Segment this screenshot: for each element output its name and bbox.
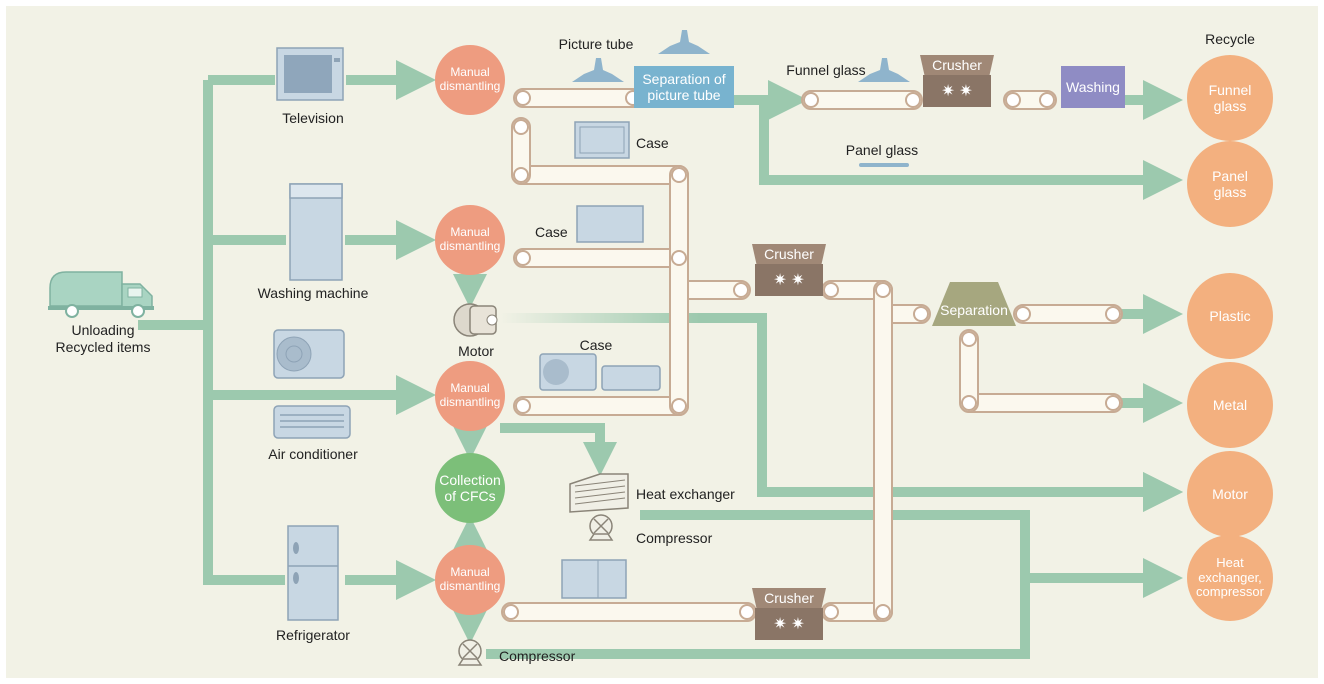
conveyor-belts — [501, 88, 1123, 622]
output-metal: Metal — [1187, 362, 1273, 448]
source-label: Unloading Recycled items — [55, 322, 151, 355]
air-conditioner-label: Air conditioner — [268, 446, 358, 462]
motor-label: Motor — [458, 343, 494, 359]
output-motor: Motor — [1187, 451, 1273, 537]
case-label-tv: Case — [636, 135, 669, 151]
picture-tube-icons — [572, 30, 910, 167]
crusher-label-case: Crusher — [752, 244, 826, 264]
truck-icon — [48, 271, 154, 318]
recycle-header: Recycle — [1205, 31, 1255, 47]
case-label-ac: Case — [579, 337, 613, 353]
manual-dismantling-tv: Manual dismantling — [435, 45, 505, 115]
heat-exchanger-icon — [569, 473, 629, 513]
manual-dismantling-ac: Manual dismantling — [435, 361, 505, 431]
air-conditioner-icon — [273, 329, 351, 439]
output-heat-exchanger-compressor: Heat exchanger, compressor — [1187, 535, 1273, 621]
output-plastic: Plastic — [1187, 273, 1273, 359]
television-label: Television — [282, 110, 344, 126]
manual-dismantling-fridge: Manual dismantling — [435, 545, 505, 615]
output-funnel-glass: Funnel glass — [1187, 55, 1273, 141]
crusher-label-fridge: Crusher — [752, 588, 826, 608]
manual-dismantling-washer: Manual dismantling — [435, 205, 505, 275]
output-panel-glass: Panel glass — [1187, 141, 1273, 227]
flow-arrows — [138, 60, 1183, 659]
picture-tube-label: Picture tube — [558, 36, 634, 52]
compressor-label-fridge: Compressor — [499, 648, 576, 664]
washing-machine-label: Washing machine — [257, 285, 369, 301]
conveyor-rollers — [503, 90, 1121, 620]
crusher-case: ✷ ✷ — [755, 264, 823, 296]
washing-machine-icon — [289, 183, 343, 281]
crusher-label-glass: Crusher — [920, 55, 994, 75]
separation-label: Separation — [940, 302, 1008, 318]
crusher-glass: ✷ ✷ — [923, 75, 991, 107]
washing-step: Washing — [1061, 66, 1125, 108]
refrigerator-label: Refrigerator — [276, 627, 350, 643]
diagram-background — [6, 6, 1318, 678]
collection-of-cfcs: Collection of CFCs — [435, 453, 505, 523]
case-icons — [539, 121, 661, 599]
compressor-label-ac: Compressor — [636, 530, 713, 546]
refrigerator-icon — [287, 525, 339, 621]
separation-of-picture-tube: Separation of picture tube — [634, 66, 734, 108]
funnel-glass-label: Funnel glass — [786, 62, 866, 78]
separation-hopper — [932, 282, 1016, 326]
panel-glass-label: Panel glass — [845, 142, 919, 158]
crusher-fridge: ✷ ✷ — [755, 608, 823, 640]
compressor-icons — [457, 514, 614, 666]
heat-exchanger-label: Heat exchanger — [636, 486, 735, 502]
motor-icon — [453, 303, 498, 337]
motor-flow-line-solid — [745, 313, 1183, 512]
case-label-washer: Case — [535, 224, 568, 240]
television-icon — [276, 47, 344, 101]
